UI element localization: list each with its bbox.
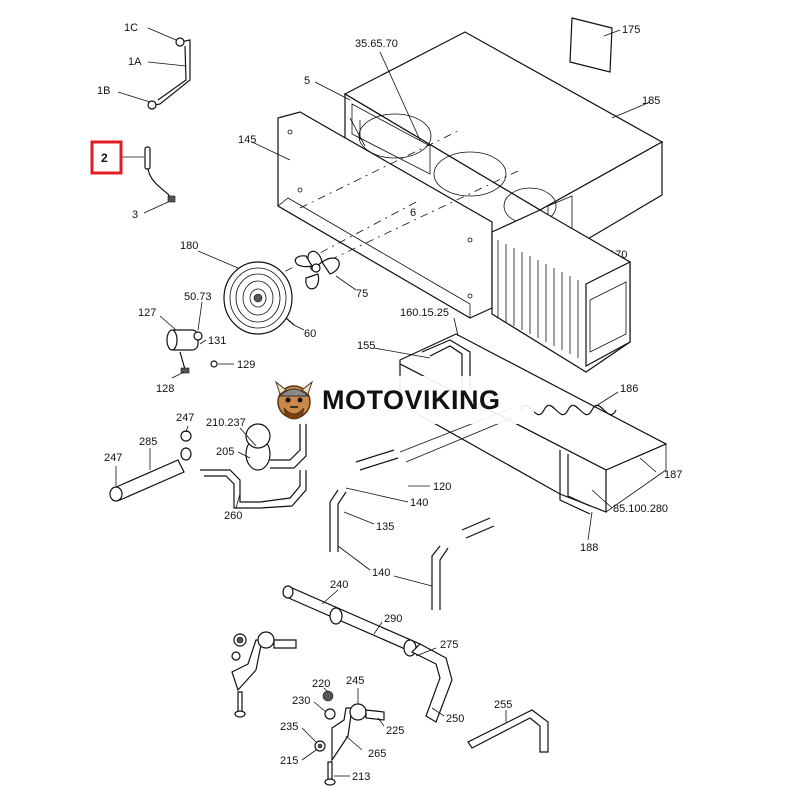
- callout-290: 290: [384, 613, 402, 625]
- callout-128: 128: [156, 383, 174, 395]
- callout-2: 2: [101, 151, 108, 165]
- callout-230: 230: [292, 695, 310, 707]
- evaporator-housing: [343, 31, 664, 263]
- callout-1B: 1B: [97, 85, 110, 97]
- callout-275: 275: [440, 639, 458, 651]
- callout-85.100.280: 85.100.280: [613, 503, 668, 515]
- spring-186: [519, 404, 617, 416]
- fan-guard-180: [223, 261, 295, 335]
- callout-255: 255: [494, 699, 512, 711]
- brand-name: MOTOVIKING: [322, 384, 501, 415]
- callout-127: 127: [138, 307, 156, 319]
- callout-129: 129: [237, 359, 255, 371]
- callout-250: 250: [446, 713, 464, 725]
- callout-235: 235: [280, 721, 298, 733]
- pipe-clamp-bracket-lower: [314, 690, 385, 786]
- callout-225: 225: [386, 725, 404, 737]
- callout-6: 6: [410, 207, 416, 219]
- callout-260: 260: [224, 510, 242, 522]
- callout-175: 175: [622, 24, 640, 36]
- callout-35.65.70: 35.65.70: [355, 38, 398, 50]
- callout-187: 187: [664, 469, 682, 481]
- callout-215: 215: [280, 755, 298, 767]
- temperature-sensor-part: [144, 146, 176, 203]
- side-cover-panel: [277, 111, 493, 319]
- evaporator-coil: [491, 209, 631, 373]
- callout-131: 131: [208, 335, 226, 347]
- callout-140-lower: 140: [372, 567, 390, 579]
- callout-220: 220: [312, 678, 330, 690]
- callout-1C: 1C: [124, 22, 138, 34]
- callout-160.15.25: 160.15.25: [400, 307, 449, 319]
- callout-60: 60: [304, 328, 316, 340]
- callout-140: 140: [410, 497, 428, 509]
- callout-1A: 1A: [128, 56, 142, 68]
- callout-213: 213: [352, 771, 370, 783]
- callout-75: 75: [356, 288, 368, 300]
- callout-247-left: 247: [104, 452, 122, 464]
- callout-135: 135: [376, 521, 394, 533]
- viking-mascot-logo: [274, 380, 314, 420]
- motoviking-watermark: MOTOVIKING: [262, 376, 534, 424]
- refrigerant-pipes: [282, 585, 549, 753]
- callout-240: 240: [330, 579, 348, 591]
- callout-185: 185: [642, 95, 660, 107]
- callout-245: 245: [346, 675, 364, 687]
- fan-impeller-75: [294, 250, 340, 290]
- callout-186: 186: [620, 383, 638, 395]
- callout-205: 205: [216, 446, 234, 458]
- callout-210.237: 210.237: [206, 417, 246, 429]
- callout-247: 247: [176, 412, 194, 424]
- label-plate-175: [569, 17, 613, 73]
- pipe-bracket-part: [147, 37, 191, 110]
- callout-3: 3: [132, 209, 138, 221]
- callout-285: 285: [139, 436, 157, 448]
- callout-5: 5: [304, 75, 310, 87]
- part-2-highlight-box: [90, 140, 123, 175]
- pipe-clamp-bracket-upper: [231, 631, 297, 718]
- callout-180: 180: [180, 240, 198, 252]
- callout-50.73: 50.73: [184, 291, 212, 303]
- callout-188: 188: [580, 542, 598, 554]
- fan-motor-127: [166, 329, 218, 374]
- callout-120: 120: [433, 481, 451, 493]
- drain-hoses: [329, 407, 513, 610]
- callout-265: 265: [368, 748, 386, 760]
- expansion-valve-group: [109, 420, 307, 509]
- callout-145: 145: [238, 134, 256, 146]
- callout-155: 155: [357, 340, 375, 352]
